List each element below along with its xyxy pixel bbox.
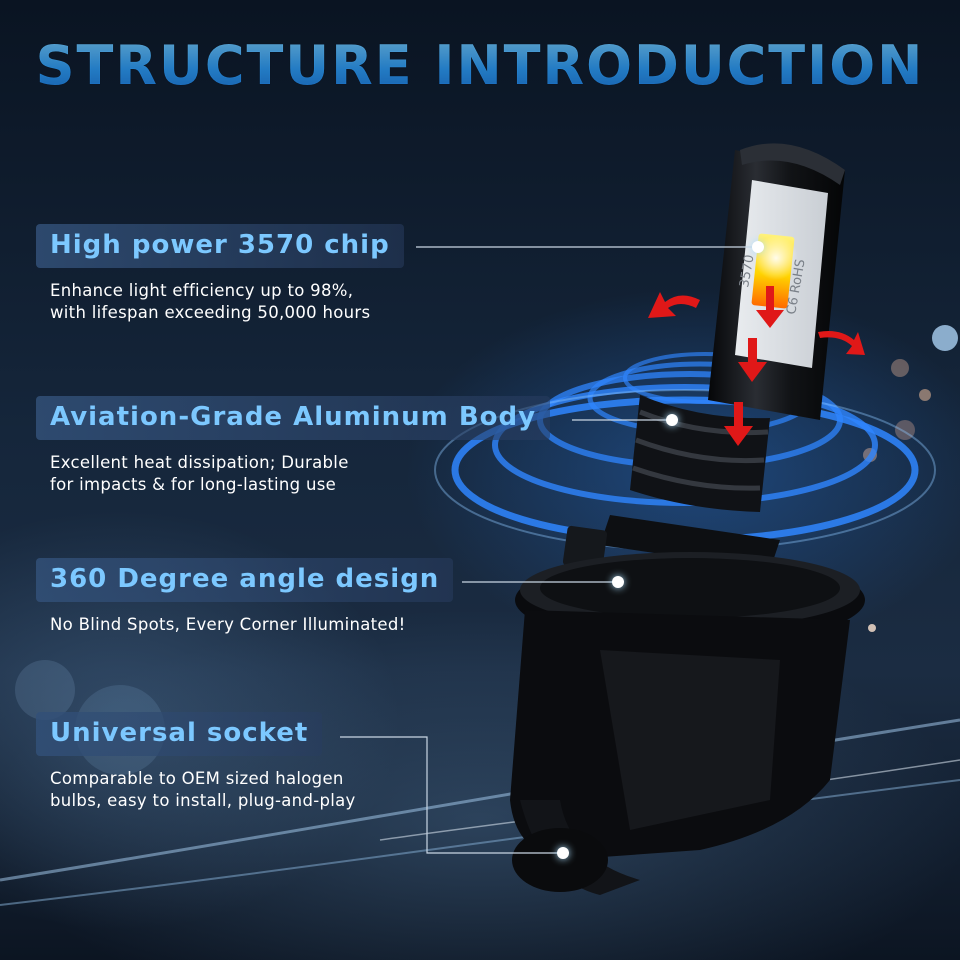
feature-title: 360 Degree angle design: [36, 558, 454, 602]
feature-title: High power 3570 chip: [36, 224, 404, 268]
chip-marking: 3570: [737, 253, 758, 288]
feature-description: Excellent heat dissipation; Durable for …: [50, 453, 349, 494]
feature-description: Enhance light efficiency up to 98%, with…: [50, 281, 371, 322]
callout-lines: [340, 246, 758, 854]
feature-chip: High power 3570 chip Enhance light effic…: [36, 224, 404, 324]
page-title: STRUCTURE INTRODUCTION: [0, 34, 960, 97]
feature-description: Comparable to OEM sized halogen bulbs, e…: [50, 769, 356, 810]
feature-angle: 360 Degree angle design No Blind Spots, …: [36, 558, 454, 636]
callout-dot-body: [666, 414, 678, 426]
callout-dot-chip: [752, 241, 764, 253]
feature-socket: Universal socket Comparable to OEM sized…: [36, 712, 356, 812]
callout-dot-angle: [612, 576, 624, 588]
callout-dot-socket: [557, 847, 569, 859]
feature-description: No Blind Spots, Every Corner Illuminated…: [50, 615, 406, 634]
feature-title: Aviation-Grade Aluminum Body: [36, 396, 551, 440]
led-bulb: 3570 C6 RoHS: [510, 143, 865, 895]
red-arrows: [648, 286, 865, 446]
feature-body: Aviation-Grade Aluminum Body Excellent h…: [36, 396, 551, 496]
feature-title: Universal socket: [36, 712, 323, 756]
